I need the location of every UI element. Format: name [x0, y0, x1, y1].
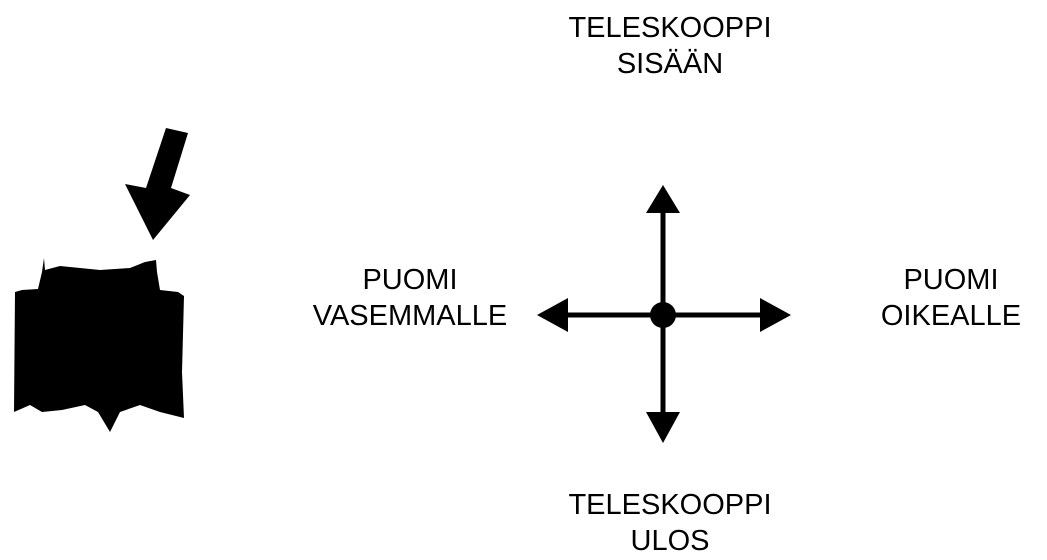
label-telescope-in-line1: TELESKOOPPI — [568, 12, 772, 44]
press-arrow-icon — [125, 128, 190, 240]
label-telescope-out: TELESKOOPPI ULOS — [545, 487, 795, 559]
label-boom-right-line2: OIKEALLE — [880, 300, 1022, 332]
label-boom-left-line1: PUOMI — [362, 264, 458, 296]
label-boom-right-line1: PUOMI — [903, 264, 999, 296]
arrow-up-icon — [646, 185, 680, 213]
label-boom-left: PUOMI VASEMMALLE — [265, 262, 555, 334]
label-telescope-in: TELESKOOPPI SISÄÄN — [545, 10, 795, 82]
label-boom-right: PUOMI OIKEALLE — [860, 262, 1042, 334]
joystick-control-icon — [14, 258, 184, 432]
arrow-left-icon — [537, 298, 568, 332]
cross-center-dot — [650, 302, 676, 328]
arrow-down-icon — [646, 412, 680, 443]
label-telescope-out-line2: ULOS — [630, 525, 710, 557]
arrow-right-icon — [760, 298, 791, 332]
label-telescope-out-line1: TELESKOOPPI — [568, 489, 772, 521]
four-way-direction-cross-icon — [537, 185, 791, 443]
label-telescope-in-line2: SISÄÄN — [616, 48, 724, 80]
label-boom-left-line2: VASEMMALLE — [312, 300, 508, 332]
